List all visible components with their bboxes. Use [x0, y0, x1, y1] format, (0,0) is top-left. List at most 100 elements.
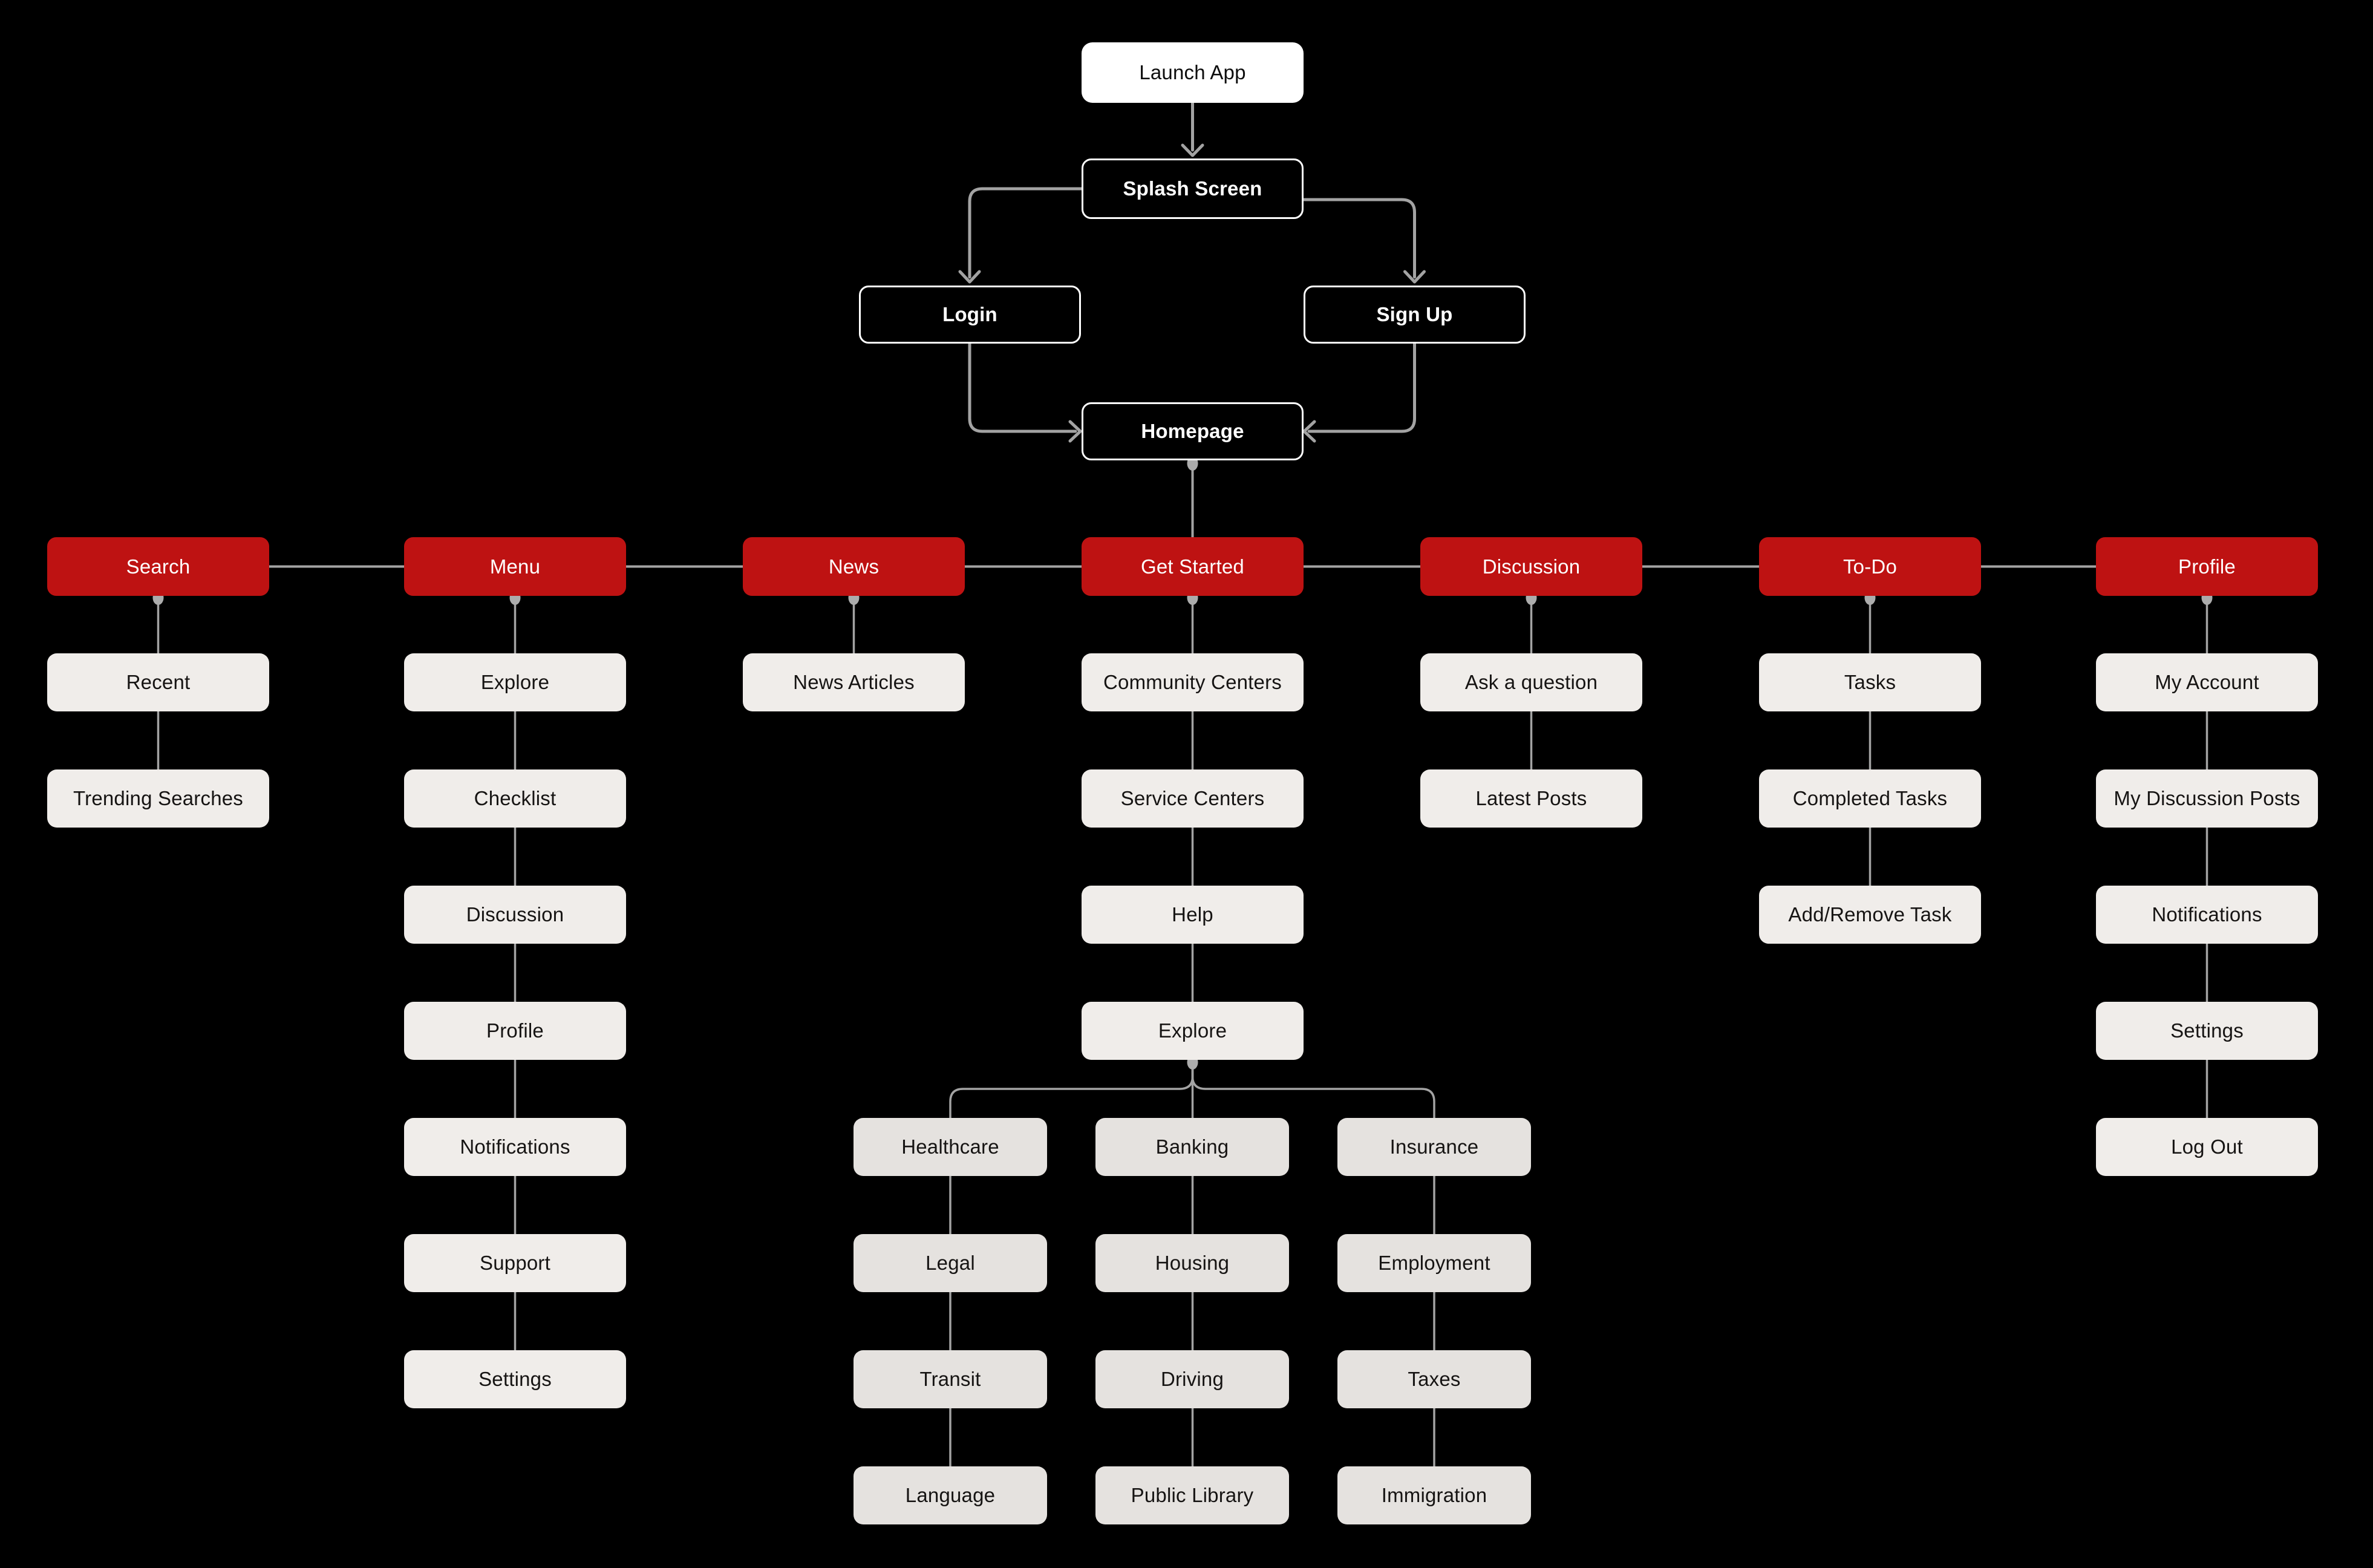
node-section-to-do[interactable]: To-Do [1759, 537, 1981, 596]
arrowhead-down-icon [1181, 143, 1204, 157]
node-insurance[interactable]: Insurance [1337, 1118, 1531, 1176]
node-immigration[interactable]: Immigration [1337, 1466, 1531, 1524]
arrowhead-down-icon [1403, 270, 1426, 284]
node-label: Housing [1155, 1252, 1230, 1274]
node-label: Profile [486, 1019, 544, 1042]
node-label: Banking [1155, 1135, 1229, 1158]
node-label: Public Library [1131, 1484, 1254, 1506]
node-community-centers[interactable]: Community Centers [1082, 653, 1304, 711]
connector-signup-homepage [1307, 342, 1416, 433]
node-menu-explore[interactable]: Explore [404, 653, 626, 711]
node-profile-settings[interactable]: Settings [2096, 1002, 2318, 1060]
node-label: To-Do [1843, 555, 1898, 578]
top-flow-connectors [958, 101, 1426, 443]
node-legal[interactable]: Legal [854, 1234, 1047, 1292]
node-label: Menu [489, 555, 541, 578]
node-get-started-explore[interactable]: Explore [1082, 1002, 1304, 1060]
node-label: Checklist [474, 787, 557, 809]
node-label: Discussion [466, 903, 564, 926]
node-my-discussion-posts[interactable]: My Discussion Posts [2096, 769, 2318, 828]
node-recent[interactable]: Recent [47, 653, 269, 711]
node-label: Profile [2178, 555, 2236, 578]
node-label: Log Out [2171, 1135, 2243, 1158]
node-label: Insurance [1389, 1135, 1479, 1158]
column-connectors [157, 596, 2208, 1350]
arrowhead-down-icon [958, 270, 981, 284]
node-menu-profile[interactable]: Profile [404, 1002, 626, 1060]
node-section-news[interactable]: News [743, 537, 965, 596]
connector-explore-healthcare [949, 1060, 1194, 1118]
node-label: Explore [1158, 1019, 1227, 1042]
node-service-centers[interactable]: Service Centers [1082, 769, 1304, 828]
node-housing[interactable]: Housing [1095, 1234, 1289, 1292]
node-label: Settings [478, 1368, 552, 1390]
node-menu-notifications[interactable]: Notifications [404, 1118, 626, 1176]
node-tasks[interactable]: Tasks [1759, 653, 1981, 711]
node-homepage[interactable]: Homepage [1082, 402, 1304, 460]
node-completed-tasks[interactable]: Completed Tasks [1759, 769, 1981, 828]
node-launch-app[interactable]: Launch App [1082, 42, 1304, 103]
node-latest-posts[interactable]: Latest Posts [1420, 769, 1642, 828]
node-label: Healthcare [901, 1135, 999, 1158]
node-label: News Articles [793, 671, 915, 693]
node-label: Support [480, 1252, 550, 1274]
connector-explore-insurance [1191, 1060, 1435, 1118]
arrowhead-right-icon [1068, 420, 1082, 443]
node-label: Driving [1160, 1368, 1224, 1390]
node-label: Legal [925, 1252, 975, 1274]
node-trending-searches[interactable]: Trending Searches [47, 769, 269, 828]
connector-login-homepage [968, 342, 1077, 433]
node-add-remove-task[interactable]: Add/Remove Task [1759, 886, 1981, 944]
node-menu-settings[interactable]: Settings [404, 1350, 626, 1408]
node-label: Recent [126, 671, 191, 693]
node-taxes[interactable]: Taxes [1337, 1350, 1531, 1408]
node-banking[interactable]: Banking [1095, 1118, 1289, 1176]
connector-splash-signup [1302, 198, 1416, 279]
node-label: Employment [1378, 1252, 1490, 1274]
node-label: Taxes [1408, 1368, 1461, 1390]
node-driving[interactable]: Driving [1095, 1350, 1289, 1408]
node-label: Language [905, 1484, 996, 1506]
node-healthcare[interactable]: Healthcare [854, 1118, 1047, 1176]
node-label: Tasks [1844, 671, 1896, 693]
node-section-menu[interactable]: Menu [404, 537, 626, 596]
node-public-library[interactable]: Public Library [1095, 1466, 1289, 1524]
node-label: Add/Remove Task [1788, 903, 1952, 926]
node-checklist[interactable]: Checklist [404, 769, 626, 828]
node-transit[interactable]: Transit [854, 1350, 1047, 1408]
node-label: Homepage [1141, 420, 1244, 442]
node-label: Completed Tasks [1792, 787, 1948, 809]
node-label: Login [942, 303, 997, 325]
node-news-articles[interactable]: News Articles [743, 653, 965, 711]
node-label: Explore [480, 671, 550, 693]
node-employment[interactable]: Employment [1337, 1234, 1531, 1292]
node-label: Transit [919, 1368, 981, 1390]
node-help[interactable]: Help [1082, 886, 1304, 944]
node-sign-up[interactable]: Sign Up [1304, 286, 1526, 344]
node-label: Sign Up [1376, 303, 1453, 325]
node-log-out[interactable]: Log Out [2096, 1118, 2318, 1176]
node-login[interactable]: Login [859, 286, 1081, 344]
node-label: Launch App [1139, 61, 1246, 83]
node-label: Community Centers [1103, 671, 1282, 693]
node-menu-discussion[interactable]: Discussion [404, 886, 626, 944]
node-label: My Account [2155, 671, 2259, 693]
node-label: Service Centers [1120, 787, 1265, 809]
node-section-get-started[interactable]: Get Started [1082, 537, 1304, 596]
node-language[interactable]: Language [854, 1466, 1047, 1524]
node-profile-notifications[interactable]: Notifications [2096, 886, 2318, 944]
node-support[interactable]: Support [404, 1234, 626, 1292]
node-splash-screen[interactable]: Splash Screen [1082, 158, 1304, 219]
node-label: Ask a question [1464, 671, 1598, 693]
node-ask-a-question[interactable]: Ask a question [1420, 653, 1642, 711]
node-label: Notifications [460, 1135, 570, 1158]
node-section-profile[interactable]: Profile [2096, 537, 2318, 596]
node-label: My Discussion Posts [2114, 787, 2300, 809]
node-my-account[interactable]: My Account [2096, 653, 2318, 711]
node-section-search[interactable]: Search [47, 537, 269, 596]
node-section-discussion[interactable]: Discussion [1420, 537, 1642, 596]
node-label: Latest Posts [1475, 787, 1587, 809]
node-label: Notifications [2152, 903, 2262, 926]
node-label: Settings [2170, 1019, 2244, 1042]
